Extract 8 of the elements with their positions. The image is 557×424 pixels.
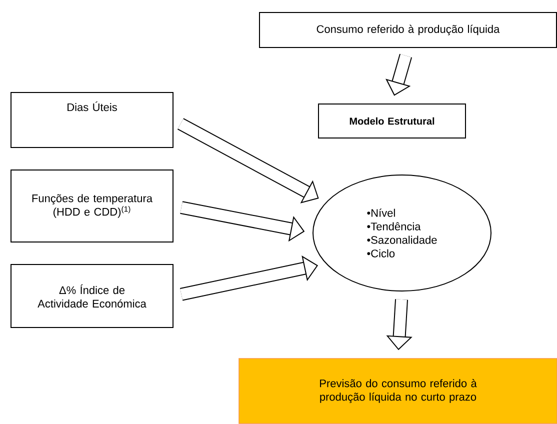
text-box: Δ% Índice de Actividade Económica [10,264,174,328]
text-box: Dias Úteis [10,92,174,148]
text-box: Funções de temperatura (HDD e CDD)$^{(1)}$ [10,170,174,242]
result-box: Previsão do consumo referido à produção líquida no curto prazo [238,358,557,424]
block-arrow [386,54,412,96]
model-box: Modelo Estrutural [318,104,466,138]
text-box: Consumo referido à produção líquida [259,12,557,48]
block-arrow [177,118,319,204]
